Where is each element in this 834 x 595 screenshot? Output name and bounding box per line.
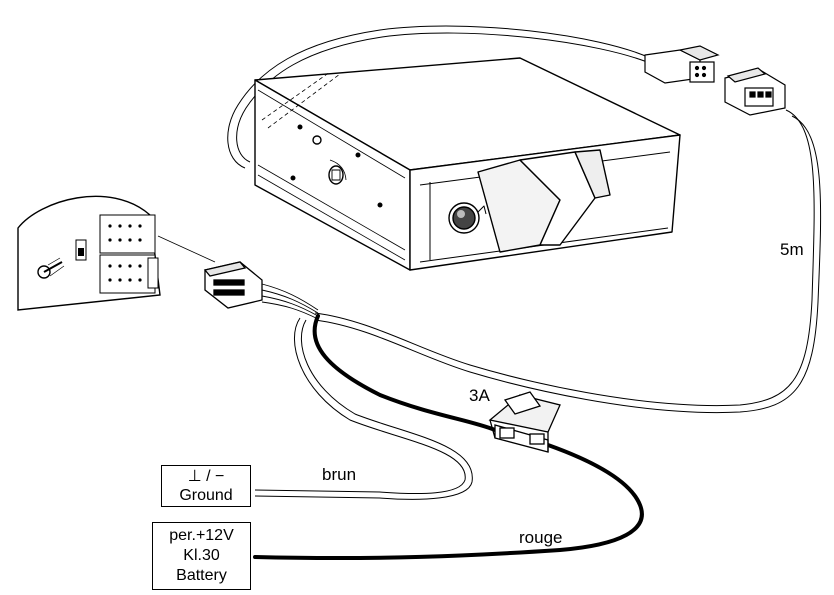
fuse-rating-label: 3A — [469, 386, 490, 405]
ground-symbol: ⊥ / − — [187, 468, 225, 485]
battery-box: per.+12V Kl.30 Battery — [152, 522, 251, 590]
battery-terminal: Kl.30 — [183, 547, 220, 564]
mini-connector-pair — [644, 45, 786, 116]
wire-brown-label: brun — [322, 465, 357, 484]
radio-rear-panel — [17, 195, 216, 311]
cable-length-label: 5m — [780, 240, 804, 259]
wire-brown — [254, 317, 473, 500]
wire-red-label: rouge — [519, 528, 563, 547]
cable-5m — [227, 25, 822, 414]
fuse-holder — [488, 391, 561, 453]
changer-unit — [254, 57, 681, 271]
battery-voltage: per.+12V — [169, 527, 234, 544]
iso-plug — [203, 261, 319, 320]
battery-label: Battery — [176, 567, 227, 584]
wire-red — [253, 314, 644, 561]
ground-label: Ground — [179, 487, 233, 504]
ground-box: ⊥ / − Ground — [161, 465, 251, 507]
